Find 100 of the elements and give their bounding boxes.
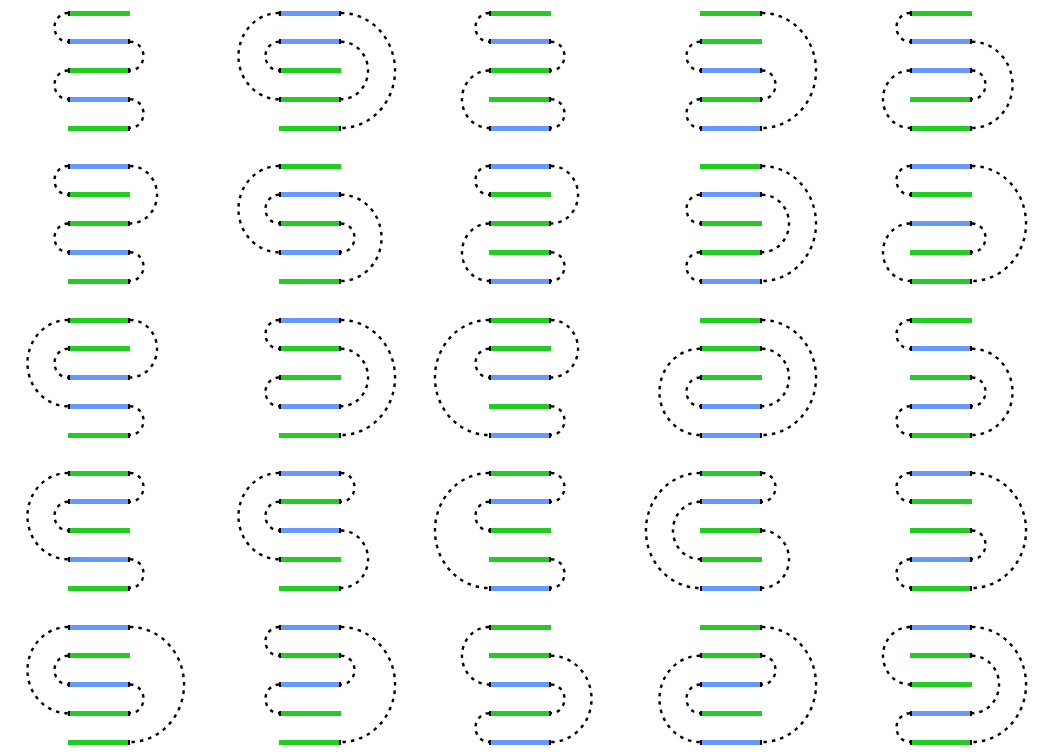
dotted-loop <box>474 11 490 43</box>
dotted-loop <box>671 500 701 561</box>
dotted-loop <box>658 654 701 744</box>
dotted-loop <box>129 98 145 130</box>
strand-bar <box>489 739 551 745</box>
strand-bar <box>700 528 762 533</box>
strand-bar <box>489 470 551 476</box>
dotted-loop <box>474 712 490 744</box>
dotted-loop <box>340 11 397 130</box>
strand-bar <box>279 163 341 169</box>
dotted-loop <box>685 376 701 408</box>
dotted-loop <box>237 11 280 101</box>
dotted-loop <box>53 500 69 532</box>
dotted-loop <box>550 558 566 590</box>
dotted-loop <box>340 222 356 254</box>
strand-bar <box>910 125 972 131</box>
dotted-loop <box>129 683 145 715</box>
strand-bar <box>910 624 972 630</box>
strand-bar <box>279 710 341 716</box>
dotted-loop <box>340 193 383 283</box>
dotted-loop <box>881 625 911 686</box>
strand-bar <box>279 682 341 687</box>
strand-bar <box>910 317 972 323</box>
dotted-loop <box>895 318 911 350</box>
strand-bar <box>489 221 551 226</box>
strand-bar <box>68 125 130 131</box>
strand-bar <box>68 346 130 352</box>
strand-bar <box>489 317 551 323</box>
dotted-loop <box>474 500 490 532</box>
dotted-loop <box>685 193 701 225</box>
strand-bar <box>68 278 130 284</box>
strand-bar <box>700 10 762 16</box>
dotted-loop <box>761 193 791 254</box>
dotted-loop <box>971 654 1001 715</box>
strand-bar <box>68 624 130 630</box>
dotted-loop <box>264 683 280 715</box>
strand-bar <box>489 96 551 102</box>
strand-bar <box>489 432 551 438</box>
strand-bar <box>910 499 972 505</box>
dotted-loop <box>685 40 701 72</box>
strand-bar <box>68 682 130 687</box>
strand-bar <box>279 39 341 45</box>
strand-bar <box>279 556 341 562</box>
strand-bar <box>910 39 972 45</box>
strand-bar <box>910 556 972 562</box>
dotted-loop <box>340 471 356 503</box>
strand-bar <box>700 317 762 323</box>
strand-bar <box>489 653 551 659</box>
strand-bar <box>279 192 341 198</box>
strand-bar <box>700 710 762 716</box>
dotted-loop <box>550 251 566 283</box>
dotted-loop <box>129 625 186 744</box>
strand-bar <box>489 403 551 409</box>
strand-bar <box>700 556 762 562</box>
strand-bar <box>700 653 762 659</box>
strand-bar <box>279 739 341 745</box>
dotted-loop <box>264 193 280 225</box>
strand-bar <box>68 68 130 73</box>
dotted-loop <box>685 251 701 283</box>
strand-bar <box>489 499 551 505</box>
strand-bar <box>700 403 762 409</box>
strand-bar <box>279 585 341 591</box>
strand-bar <box>68 470 130 476</box>
dotted-loop <box>53 11 69 43</box>
strand-bar <box>489 585 551 591</box>
strand-bar <box>489 125 551 131</box>
strand-bar <box>279 528 341 533</box>
dotted-loop <box>895 471 911 503</box>
strand-bar <box>910 739 972 745</box>
strand-bar <box>910 403 972 409</box>
dotted-loop <box>658 347 701 437</box>
dotted-loop <box>761 654 777 686</box>
dotted-loop <box>761 318 818 437</box>
dotted-loop <box>971 40 1014 130</box>
dotted-loop <box>53 347 69 379</box>
dotted-loop <box>26 625 69 715</box>
dotted-loop <box>971 222 987 254</box>
strand-bar <box>489 68 551 73</box>
strand-bar <box>700 682 762 687</box>
dotted-loop <box>971 471 1028 590</box>
dotted-loop <box>264 376 280 408</box>
strand-bar <box>68 96 130 102</box>
strand-bar <box>489 39 551 45</box>
strand-bar <box>489 10 551 16</box>
strand-bar <box>910 221 972 226</box>
strand-bar <box>700 432 762 438</box>
strand-bar <box>68 163 130 169</box>
strand-bar <box>279 403 341 409</box>
strand-bar <box>489 556 551 562</box>
dotted-loop <box>474 164 490 196</box>
strand-bar <box>279 470 341 476</box>
dotted-loop <box>550 683 566 715</box>
dotted-loop <box>53 69 69 101</box>
dotted-loop <box>895 164 911 196</box>
dotted-loop <box>761 625 818 744</box>
strand-bar <box>489 624 551 630</box>
strand-bar <box>700 163 762 169</box>
strand-bar <box>68 375 130 380</box>
strand-bar <box>700 249 762 255</box>
strand-bar <box>910 585 972 591</box>
